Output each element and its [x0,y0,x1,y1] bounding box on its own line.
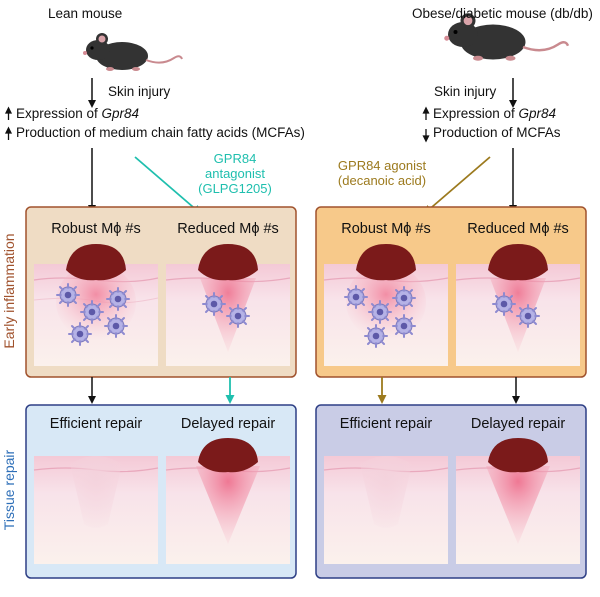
skin-tile-repair-3 [323,456,449,564]
repair-right-b-label: Delayed repair [470,416,566,432]
lean-expression-prefix: Expression of [16,106,102,121]
scab-icon [198,244,258,281]
lean-mouse-icon [82,32,183,72]
skin-tile-early-3 [323,244,449,366]
agonist-line-1: GPR84 agonist [337,158,427,173]
early-inflammation-side-label: Early inflammation [1,233,17,349]
obese-arrows [422,106,430,143]
obese-mouse-title: Obese/diabetic mouse (db/db) [412,6,593,21]
lean-mouse-title: Lean mouse [48,6,123,21]
obese-gene-name: Gpr84 [518,106,557,121]
obese-expression-line: Expression of Gpr84 [433,106,556,121]
scab-icon [198,438,258,473]
repair-right-a-label: Efficient repair [339,416,433,432]
antagonist-line-3: (GLPG1205) [198,181,272,196]
repair-left-b-label: Delayed repair [180,416,276,432]
obese-expression-prefix: Expression of [433,106,519,121]
early-left-b-label: Reduced Mϕ #s [177,221,279,237]
scab-icon [66,244,126,281]
lean-up-arrows [4,106,13,140]
lean-skin-injury-label: Skin injury [108,84,171,99]
early-right-a-label: Robust Mϕ #s [341,221,431,237]
antagonist-line-1: GPR84 [213,151,257,166]
agonist-line-2: (decanoic acid) [337,173,427,188]
scab-icon [488,438,548,473]
repair-left-a-label: Efficient repair [49,416,143,432]
obese-skin-injury-label: Skin injury [434,84,497,99]
agonist-label: GPR84 agonist (decanoic acid) [322,158,442,188]
skin-tile-repair-1 [33,456,159,564]
tissue-repair-side-label: Tissue repair [1,449,17,531]
obese-mcfa-line: Production of MCFAs [433,125,561,140]
scab-icon [356,244,416,281]
skin-tile-repair-2 [165,438,291,564]
scab-icon [488,244,548,281]
lean-mcfa-line: Production of medium chain fatty acids (… [16,125,305,140]
antagonist-label: GPR84 antagonist (GLPG1205) [190,151,280,196]
lean-expression-line: Expression of Gpr84 [16,106,139,121]
antagonist-arrow [134,156,202,215]
agonist-arrow [423,156,491,215]
early-right-b-label: Reduced Mϕ #s [467,221,569,237]
early-left-a-label: Robust Mϕ #s [51,221,141,237]
skin-tile-repair-4 [455,438,581,564]
antagonist-line-2: antagonist [205,166,265,181]
lean-gene-name: Gpr84 [101,106,140,121]
